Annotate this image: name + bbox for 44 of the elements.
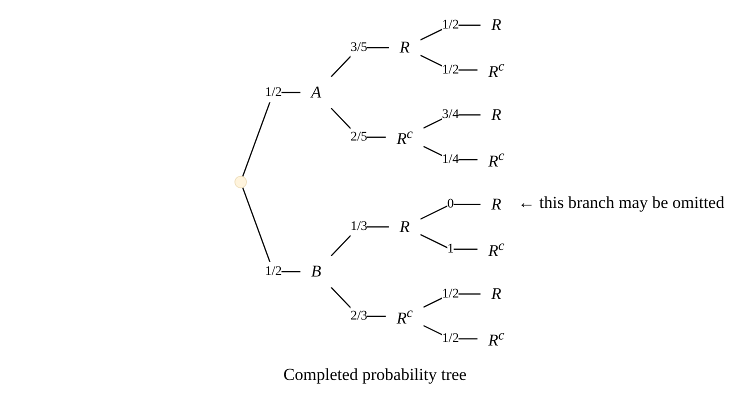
node-text: R bbox=[400, 217, 410, 236]
connector bbox=[330, 107, 386, 138]
connector bbox=[420, 54, 478, 70]
node-text: R bbox=[491, 105, 502, 124]
edge-label: 2/5 bbox=[350, 129, 368, 144]
connector bbox=[330, 226, 389, 256]
node-point bbox=[234, 175, 247, 188]
connector bbox=[423, 324, 478, 339]
edge-label: 1/2 bbox=[442, 286, 459, 300]
edge-label: 1 bbox=[447, 241, 454, 256]
edge-label: 1/2 bbox=[265, 84, 282, 99]
connector bbox=[423, 145, 478, 160]
node-text: R$^{c}$ bbox=[488, 147, 504, 170]
node-text: R$^{c}$ bbox=[396, 304, 413, 327]
connector bbox=[242, 91, 300, 176]
node-text: A bbox=[311, 82, 322, 102]
connector bbox=[420, 203, 481, 220]
caption: Completed probability tree bbox=[283, 365, 467, 385]
connector bbox=[242, 186, 300, 272]
connector bbox=[420, 24, 481, 40]
connector bbox=[423, 114, 481, 128]
side-note: ← this branch may be omitted bbox=[518, 192, 724, 213]
connector bbox=[423, 292, 481, 308]
node-text: R bbox=[491, 284, 502, 303]
edge-label: 1/3 bbox=[350, 218, 368, 233]
connector bbox=[420, 233, 478, 250]
edge-label: 0 bbox=[447, 196, 454, 211]
edge-label: 3/4 bbox=[442, 106, 459, 121]
edge-label: 1/2 bbox=[265, 264, 282, 278]
node-text: R bbox=[491, 16, 502, 34]
edge-label: 3/5 bbox=[350, 40, 368, 54]
node-text: R$^{c}$ bbox=[488, 236, 504, 260]
connector bbox=[330, 46, 389, 77]
node-text: R bbox=[400, 38, 410, 56]
edge-label: 1/2 bbox=[442, 62, 459, 76]
edge-label: 2/3 bbox=[350, 308, 368, 323]
edge-label: 1/2 bbox=[442, 330, 459, 345]
node-text: B bbox=[311, 262, 322, 280]
node-text: R$^{c}$ bbox=[488, 326, 504, 350]
node-text: R bbox=[491, 194, 502, 214]
edge-label: 1/4 bbox=[442, 152, 459, 166]
node-text: R$^{c}$ bbox=[488, 58, 504, 81]
edge-label: 1/2 bbox=[442, 17, 459, 32]
node-text: R$^{c}$ bbox=[396, 124, 413, 148]
